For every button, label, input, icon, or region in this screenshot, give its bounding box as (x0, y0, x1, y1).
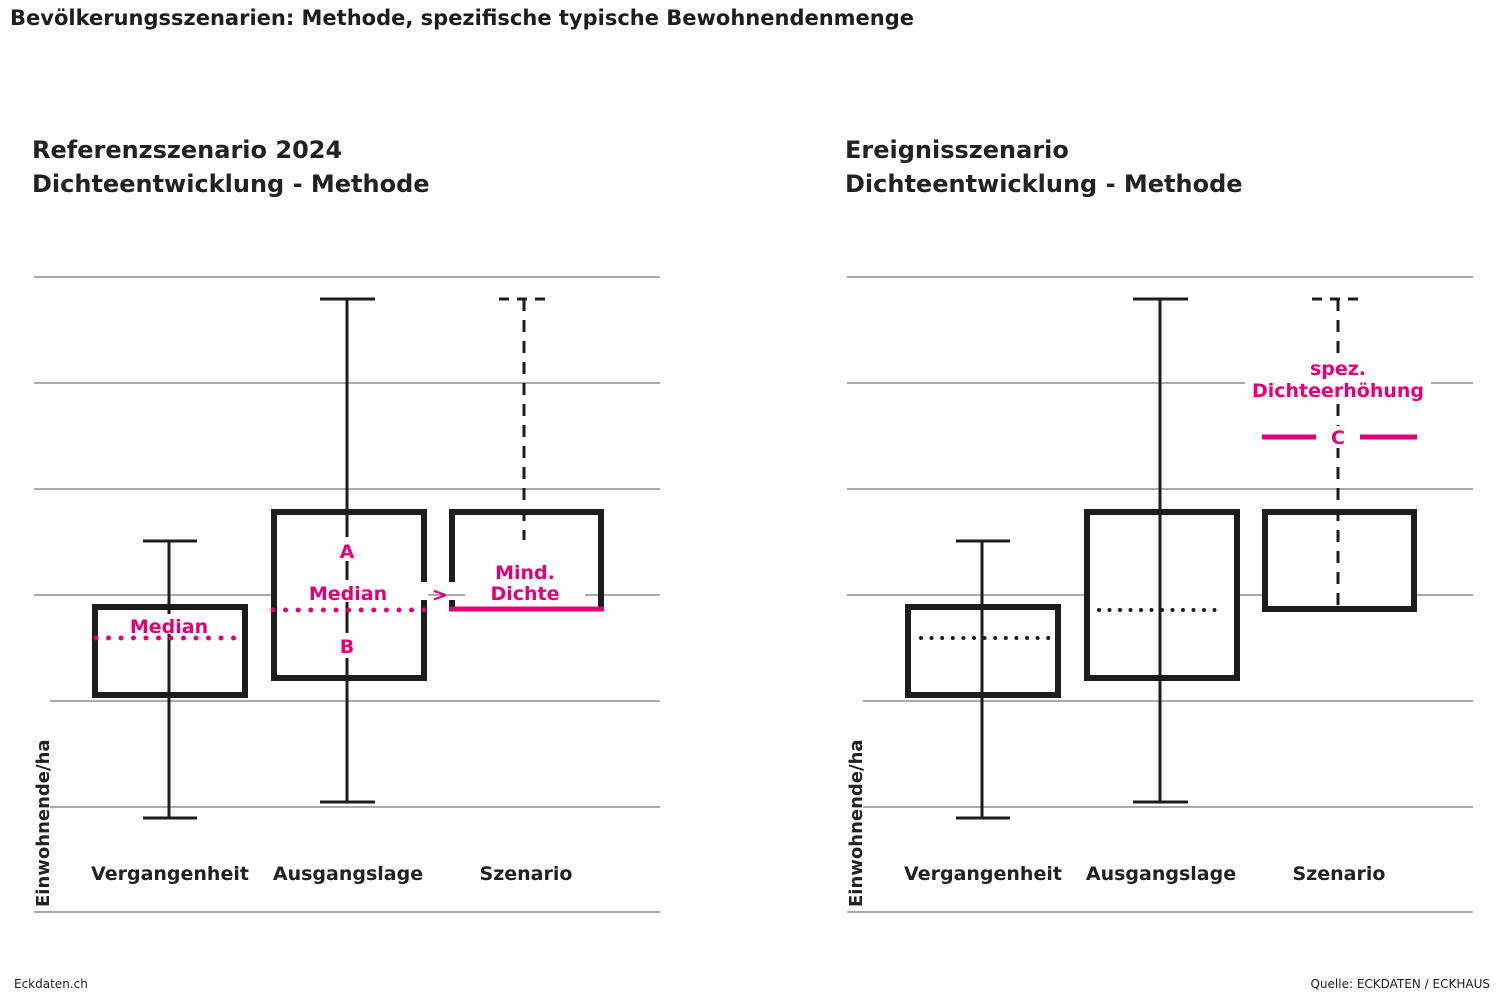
label-c: C (1331, 427, 1345, 449)
left-title-line2: Dichteentwicklung - Methode (32, 170, 430, 198)
spez-line2: Dichteerhöhung (1252, 380, 1424, 402)
left-annotations: Median A Median B > Mind. Dichte (130, 541, 560, 658)
category-vergangenheit: Vergangenheit (91, 863, 249, 885)
left-panel-title: Referenzszenario 2024 Dichteentwicklung … (32, 133, 430, 201)
left-panel: Median A Median B > Mind. Dichte Vergang… (33, 276, 660, 913)
box-vergangenheit (92, 539, 249, 820)
greater-than-label: > (432, 584, 448, 606)
right-panel: spez. Dichteerhöhung C Vergangenheit Aus… (846, 276, 1473, 913)
label-b: B (340, 636, 354, 658)
mind-dichte-line1: Mind. (495, 562, 555, 584)
category-ausgangslage: Ausgangslage (273, 863, 423, 885)
box-szenario (449, 297, 604, 612)
spez-line1: spez. (1310, 358, 1366, 380)
right-title-line2: Dichteentwicklung - Methode (845, 170, 1243, 198)
right-y-axis-label: Einwohnende/ha (846, 739, 867, 907)
box-ausgangslage (270, 297, 428, 804)
left-y-axis-label: Einwohnende/ha (33, 739, 54, 907)
right-title-line1: Ereignisszenario (845, 136, 1069, 164)
mind-dichte-line2: Dichte (490, 583, 559, 605)
median-label-2: Median (309, 583, 387, 605)
box-ausgangslage-right (1084, 297, 1240, 804)
right-categories: Vergangenheit Ausgangslage Szenario (904, 863, 1385, 885)
category-szenario: Szenario (1293, 863, 1386, 885)
median-label-1: Median (130, 616, 208, 638)
category-ausgangslage: Ausgangslage (1086, 863, 1236, 885)
box-vergangenheit-right (905, 539, 1061, 820)
footer-source: Quelle: ECKDATEN / ECKHAUS (1310, 977, 1490, 991)
category-vergangenheit: Vergangenheit (904, 863, 1062, 885)
label-a: A (340, 541, 355, 563)
box-szenario-right (1245, 297, 1431, 612)
right-annotations: spez. Dichteerhöhung C (1252, 358, 1424, 449)
footer-left: Eckdaten.ch (14, 977, 88, 991)
left-categories: Vergangenheit Ausgangslage Szenario (91, 863, 572, 885)
left-title-line1: Referenzszenario 2024 (32, 136, 343, 164)
category-szenario: Szenario (480, 863, 573, 885)
page-title: Bevölkerungsszenarien: Methode, spezifis… (10, 6, 915, 30)
right-panel-title: Ereignisszenario Dichteentwicklung - Met… (845, 133, 1243, 201)
